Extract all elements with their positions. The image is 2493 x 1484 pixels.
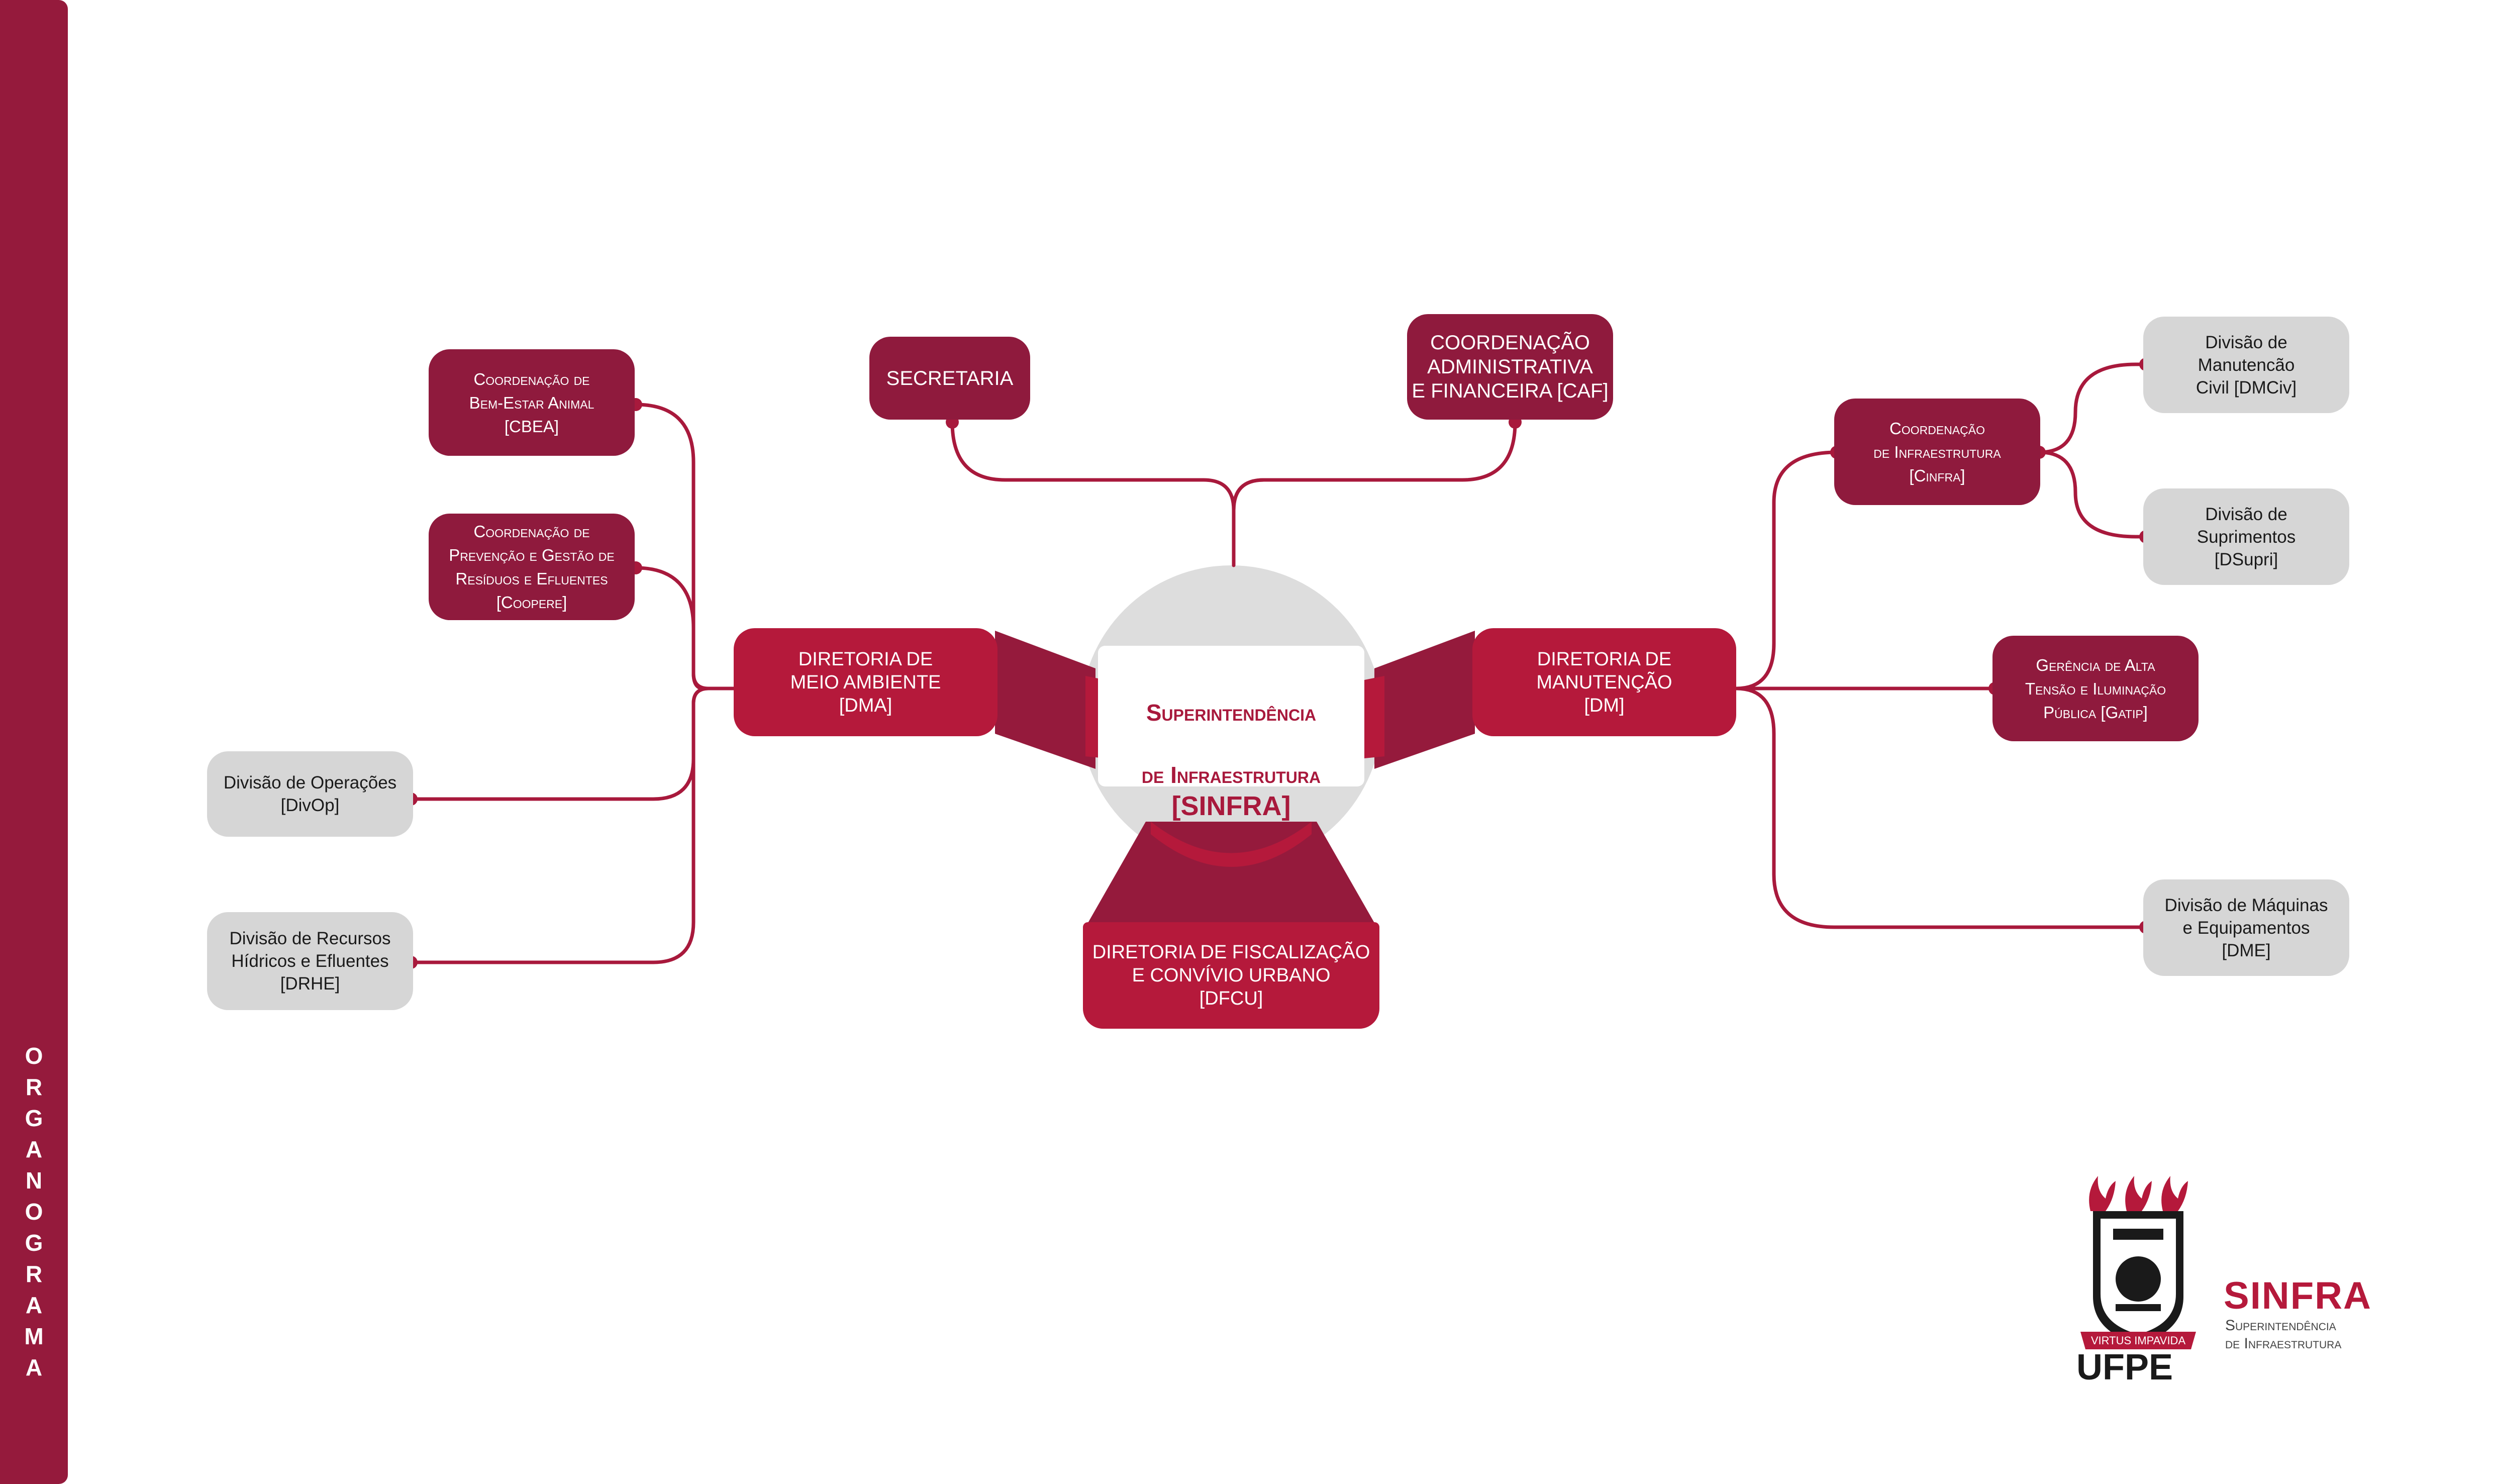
node-divop: Divisão de Operações [DivOp] — [207, 751, 413, 837]
dma-wing — [995, 631, 1095, 769]
sinfra-wordmark: SINFRA — [2224, 1274, 2372, 1317]
node-coopere: Coordenação de Prevenção e Gestão de Res… — [429, 514, 635, 620]
sidebar-letter: N — [25, 1167, 43, 1194]
line-cbea — [634, 403, 738, 690]
dfcu-wing — [1085, 822, 1377, 927]
sidebar-band: O R G A N O G R A M A — [0, 0, 68, 1484]
dfcu-wing-tip — [1151, 822, 1312, 867]
node-cbea: Coordenação de Bem-Estar Animal [CBEA] — [429, 349, 635, 456]
sidebar-letter: G — [25, 1105, 43, 1131]
sidebar-letter: A — [25, 1354, 43, 1380]
ufpe-wordmark: UFPE — [2076, 1347, 2173, 1388]
node-drhe: Divisão de Recursos Hídricos e Efluentes… — [207, 912, 413, 1010]
center-acronym: [SINFRA] — [1171, 791, 1291, 821]
sidebar-letter: A — [25, 1292, 43, 1318]
logo-motto: VIRTUS IMPAVIDA — [2091, 1334, 2186, 1347]
node-dm: DIRETORIA DE MANUTENÇÃO [DM] — [1472, 628, 1736, 736]
center-line1: Superintendência — [1146, 700, 1317, 726]
line-divop — [409, 686, 711, 801]
line-dmciv — [2037, 362, 2148, 454]
node-caf: COORDENAÇÃO ADMINISTRATIVA E FINANCEIRA … — [1407, 314, 1613, 420]
node-dma: DIRETORIA DE MEIO AMBIENTE [DMA] — [734, 628, 998, 736]
line-caf — [1232, 420, 1517, 512]
sidebar-letter: R — [25, 1261, 43, 1287]
sidebar-letter: G — [25, 1230, 43, 1256]
line-coopere — [634, 566, 711, 690]
node-dme: Divisão de Máquinas e Equipamentos [DME] — [2143, 879, 2349, 976]
dm-wing — [1374, 631, 1475, 769]
line-cinfra — [1734, 450, 1839, 690]
node-dfcu: DIRETORIA DE FISCALIZAÇÃO E CONVÍVIO URB… — [1083, 922, 1379, 1029]
line-drhe — [409, 686, 711, 964]
line-secretaria — [950, 420, 1236, 512]
center-band — [1098, 646, 1364, 786]
center-line2: de Infraestrutura — [1141, 762, 1321, 788]
sinfra-subtitle: Superintendência de Infraestrutura — [2225, 1317, 2342, 1352]
sidebar-letter: R — [25, 1074, 43, 1100]
ufpe-crest-logo: VIRTUS IMPAVIDA — [2080, 1176, 2196, 1349]
organograma-vertical-label: O R G A N O G R A M A — [0, 1040, 68, 1383]
line-dsupri — [2037, 450, 2148, 539]
node-cinfra: Coordenação de Infraestrutura [Cinfra] — [1834, 399, 2040, 505]
node-secretaria: SECRETARIA — [869, 337, 1030, 420]
dm-wing-tip — [1359, 676, 1384, 759]
node-dsupri: Divisão de Suprimentos [DSupri] — [2143, 488, 2349, 585]
line-dme — [1734, 686, 2148, 929]
sidebar-letter: O — [25, 1043, 43, 1069]
sidebar-letter: O — [25, 1199, 43, 1225]
node-dmciv: Divisão de Manutencão Civil [DMCiv] — [2143, 317, 2349, 413]
node-gatip: Gerência de Alta Tensão e Iluminação Púb… — [1992, 636, 2199, 741]
sidebar-letter: M — [24, 1323, 44, 1349]
sinfra-center-node: Superintendência de Infraestrutura [SINF… — [1098, 666, 1364, 853]
sidebar-letter: A — [25, 1136, 43, 1162]
